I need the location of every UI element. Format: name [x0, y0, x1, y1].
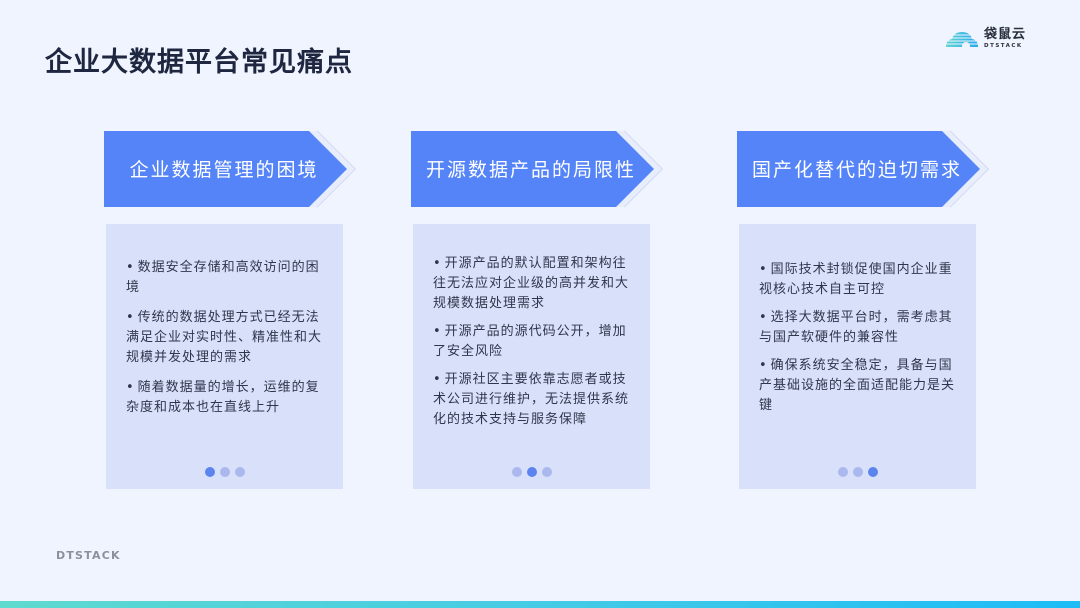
bullet-item: •选择大数据平台时，需考虑其与国产软硬件的兼容性: [759, 310, 953, 345]
page-dot-2[interactable]: [219, 467, 230, 477]
bullet-item: •确保系统安全稳定，具备与国产基础设施的全面适配能力是关键: [759, 358, 956, 413]
bullet-item: •开源社区主要依靠志愿者或技术公司进行维护，无法提供系统化的技术支持与服务保障: [433, 372, 630, 427]
column-heading: 开源数据产品的局限性: [425, 158, 636, 181]
footer-logo: DTSTACK: [56, 549, 121, 562]
arrow-header: 开源数据产品的局限性: [411, 130, 681, 208]
column-heading: 国产化替代的迫切需求: [751, 158, 962, 181]
page-title: 企业大数据平台常见痛点: [45, 47, 353, 78]
chevron-arrow-icon: [411, 130, 663, 208]
pain-point-card: •国际技术封锁促使国内企业重视核心技术自主可控 •选择大数据平台时，需考虑其与国…: [739, 224, 976, 489]
bullet-list: •数据安全存储和高效访问的困境 •传统的数据处理方式已经无法满足企业对实时性、精…: [126, 258, 323, 426]
arrow-header: 国产化替代的迫切需求: [737, 130, 1007, 208]
bullet-item: •开源产品的默认配置和架构往往无法应对企业级的高并发和大规模数据处理需求: [433, 256, 630, 311]
page-dot-2[interactable]: [852, 467, 863, 477]
bullet-item: •随着数据量的增长，运维的复杂度和成本也在直线上升: [126, 380, 320, 415]
brand-name-en: DTSTACK: [984, 43, 1023, 49]
chevron-arrow-icon: [737, 130, 989, 208]
pain-point-card: •数据安全存储和高效访问的困境 •传统的数据处理方式已经无法满足企业对实时性、精…: [106, 224, 343, 489]
page-dot-1[interactable]: [511, 467, 522, 477]
bullet-list: •开源产品的默认配置和架构往往无法应对企业级的高并发和大规模数据处理需求 •开源…: [433, 254, 630, 438]
pain-point-column-1: 企业数据管理的困境 •数据安全存储和高效访问的困境 •传统的数据处理方式已经无法…: [104, 130, 374, 489]
page-dot-3[interactable]: [234, 467, 245, 477]
pain-point-column-3: 国产化替代的迫切需求 •国际技术封锁促使国内企业重视核心技术自主可控 •选择大数…: [737, 130, 1007, 489]
bullet-item: •国际技术封锁促使国内企业重视核心技术自主可控: [759, 262, 953, 297]
pagination-dots: [106, 467, 343, 477]
page-dot-3[interactable]: [867, 467, 878, 477]
bottom-gradient-bar: [0, 601, 1080, 608]
brand-name-cn: 袋鼠云: [984, 27, 1027, 42]
bullet-item: •开源产品的源代码公开，增加了安全风险: [433, 324, 627, 359]
bullet-item: •数据安全存储和高效访问的困境: [126, 260, 320, 295]
page-dot-1[interactable]: [204, 467, 215, 477]
pagination-dots: [413, 467, 650, 477]
pagination-dots: [739, 467, 976, 477]
bullet-list: •国际技术封锁促使国内企业重视核心技术自主可控 •选择大数据平台时，需考虑其与国…: [759, 260, 956, 424]
cloud-logo-icon: [944, 29, 980, 49]
chevron-arrow-icon: [104, 130, 356, 208]
arrow-header: 企业数据管理的困境: [104, 130, 374, 208]
pain-point-column-2: 开源数据产品的局限性 •开源产品的默认配置和架构往往无法应对企业级的高并发和大规…: [411, 130, 681, 489]
brand-logo: 袋鼠云 DTSTACK: [944, 28, 1026, 50]
page-dot-1[interactable]: [837, 467, 848, 477]
page-dot-3[interactable]: [541, 467, 552, 477]
page-dot-2[interactable]: [526, 467, 537, 477]
pain-point-card: •开源产品的默认配置和架构往往无法应对企业级的高并发和大规模数据处理需求 •开源…: [413, 224, 650, 489]
bullet-item: •传统的数据处理方式已经无法满足企业对实时性、精准性和大规模并发处理的需求: [126, 310, 323, 365]
column-heading: 企业数据管理的困境: [129, 158, 319, 181]
